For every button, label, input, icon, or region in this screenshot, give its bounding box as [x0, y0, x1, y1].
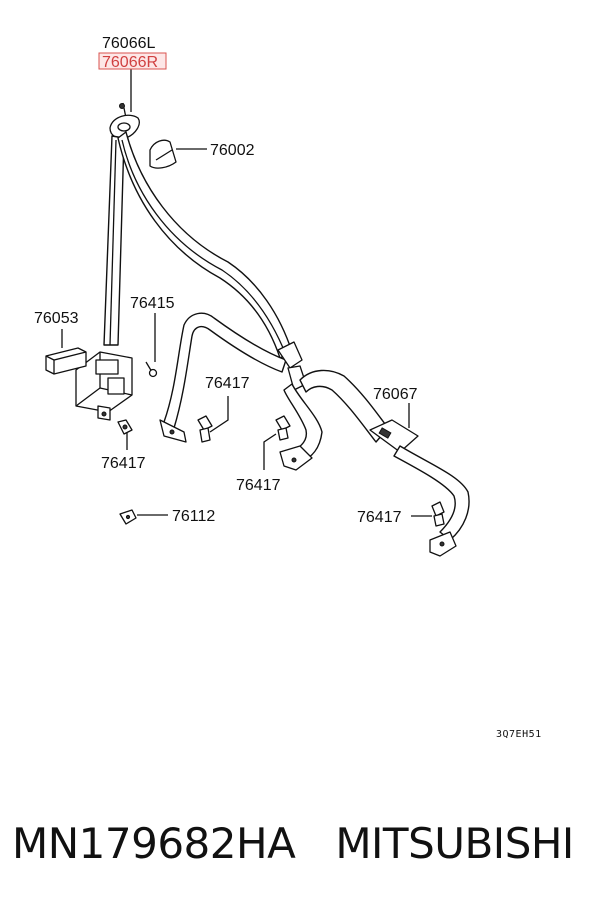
part-labels: 76066L 76066R 76002 76053 76415 76417 76… — [34, 35, 542, 740]
label-76053: 76053 — [34, 310, 79, 327]
label-76415: 76415 — [130, 295, 175, 312]
spacer-block-part — [45, 347, 87, 375]
label-76066r-highlight — [98, 52, 167, 70]
label-76417-d: 76417 — [357, 509, 402, 526]
bolt-76417-b-part — [197, 415, 213, 443]
label-76417-b: 76417 — [205, 375, 250, 392]
bolt-76415-part — [145, 361, 158, 378]
seat-belt-parts-diagram: 76066L 76066R 76002 76053 76415 76417 76… — [34, 35, 542, 740]
label-76002: 76002 — [210, 142, 255, 159]
brand-name: MITSUBISHI — [335, 818, 574, 868]
clip-76112-part — [119, 509, 137, 525]
bolt-76417-c-part — [275, 415, 291, 441]
pillar-cover-part — [149, 139, 177, 169]
footer: MN179682HA MITSUBISHI — [12, 808, 592, 878]
label-76066l: 76066L — [102, 35, 155, 52]
leader-lines — [61, 69, 432, 517]
bolt-76417-a-part — [117, 419, 133, 435]
part-number: MN179682HA — [12, 818, 296, 868]
label-76417-c: 76417 — [236, 477, 281, 494]
label-76067: 76067 — [373, 386, 418, 403]
bolt-76417-d-part — [431, 501, 445, 527]
label-76066r: 76066R — [102, 54, 158, 71]
retractor-part — [75, 351, 133, 421]
label-76112: 76112 — [172, 508, 215, 525]
buckle-assembly — [279, 369, 470, 557]
drawing-code: 3Q7EH51 — [496, 729, 542, 740]
label-76417-a: 76417 — [101, 455, 146, 472]
